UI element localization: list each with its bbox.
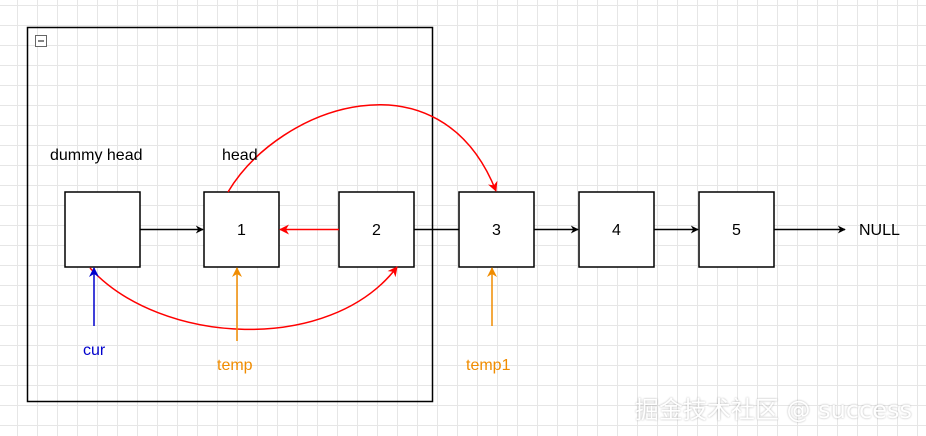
label-temp: temp: [217, 357, 253, 374]
watermark: 掘金技术社区 @ success: [634, 396, 912, 424]
label-head: head: [222, 147, 258, 164]
node-value-1: 1: [237, 222, 246, 239]
node-4: [578, 191, 655, 268]
label-cur: cur: [83, 342, 106, 359]
label-dummy-head: dummy head: [50, 147, 143, 164]
node-1: [203, 191, 280, 268]
node-value-4: 4: [612, 222, 621, 239]
label-null: NULL: [859, 222, 900, 239]
red-arc-dummy-to-2: [89, 266, 398, 331]
node-value-5: 5: [732, 222, 741, 239]
node-value-2: 2: [372, 222, 381, 239]
label-temp1: temp1: [466, 357, 511, 374]
node-value-3: 3: [492, 222, 501, 239]
node-3: [458, 191, 535, 268]
collapse-icon[interactable]: [35, 35, 47, 47]
node-dummy: [64, 191, 141, 268]
red-arc-1-to-3: [227, 104, 498, 193]
node-2: [338, 191, 415, 268]
group-container: [26, 26, 434, 403]
